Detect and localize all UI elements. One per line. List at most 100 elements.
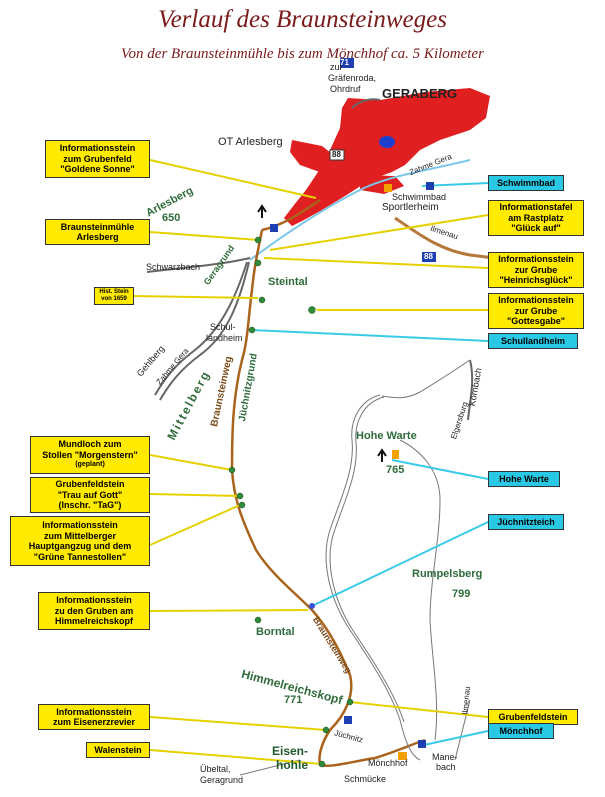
geraberg-label: GERABERG (382, 86, 458, 101)
info-box-hohe-warte: Hohe Warte (488, 471, 560, 487)
manebach-label-1: Mane- (432, 752, 458, 762)
box-line: "Trau auf Gott" (57, 489, 123, 500)
ot-arlesberg-label: OT Arlesberg (218, 136, 283, 148)
box-line: (Inschr. "TaG") (58, 500, 122, 511)
box-line: Mönchhof (499, 725, 543, 736)
info-box-juechnitzteich: Jüchnitzteich (488, 514, 564, 530)
info-box-glueck-auf: Informationstafel am Rastplatz "Glück au… (488, 200, 584, 236)
uebeltal-label: Übeltal, (200, 764, 231, 774)
box-line: Informationsstein (59, 143, 136, 154)
building-icons (384, 184, 407, 760)
steintal-label: Steintal (268, 276, 308, 288)
trail-markers (228, 236, 354, 768)
sportlerheim-label: Sportlerheim (382, 202, 439, 213)
box-line: Informationsstein (42, 520, 118, 530)
info-box-schullandheim: Schullandheim (488, 333, 578, 349)
box-line: zur Grube (514, 264, 558, 275)
box-line: Hauptgangzug und dem (28, 541, 132, 551)
hohe-warte-label: Hohe Warte (356, 430, 417, 442)
box-line: Informationsstein (498, 295, 574, 306)
box-line: Braunsteinmühle (60, 221, 135, 232)
juechnitzteich-marker (309, 603, 315, 609)
route-88-south-label: 88 (424, 252, 433, 261)
info-box-eisenerzrevier: Informationsstein zum Eisenerzrevier (38, 704, 150, 730)
box-line: zu den Gruben am (54, 605, 134, 616)
eisenhohle-label-2: hohle (276, 758, 308, 772)
info-box-walenstein: Walenstein (86, 742, 150, 758)
box-line: Informationsstein (56, 595, 132, 606)
box-line: "Grüne Tannestollen" (33, 551, 127, 562)
route-shields (329, 58, 436, 262)
rumpelsberg-label: Rumpelsberg (412, 568, 483, 580)
box-line: "Glück auf" (511, 223, 561, 234)
info-box-goldene-sonne: Informationsstein zum Grubenfeld "Golden… (45, 140, 150, 178)
box-line: Mundloch zum (58, 439, 122, 450)
route-71-label: 71 (340, 58, 349, 67)
box-line: zur Grube (514, 305, 558, 316)
schullandheim-label-2: landheim (206, 333, 243, 343)
box-line: (geplant) (75, 461, 105, 469)
geragrund-bottom-label: Geragrund (200, 775, 244, 785)
graefenroda-label: Gräfenroda, (328, 73, 377, 83)
braunsteinweg-start (261, 198, 321, 232)
box-line: Arlesberg (76, 232, 119, 242)
box-line: Jüchnitzteich (497, 516, 555, 527)
pond (379, 136, 395, 148)
box-line: "Gottesgabe" (506, 316, 566, 327)
info-box-schwimmbad: Schwimmbad (488, 175, 564, 191)
info-box-heinrichsglueck: Informationsstein zur Grube "Heinrichsgl… (488, 252, 584, 288)
ohrdruf-label: Ohrdruf (330, 84, 361, 94)
schwimmbad-label: Schwimmbad (392, 192, 447, 202)
info-box-trau-auf-gott: Grubenfeldstein "Trau auf Gott" (Inschr.… (30, 477, 150, 513)
info-box-gottesgabe: Informationsstein zur Grube "Gottesgabe" (488, 293, 584, 329)
himmelreichskopf-height: 771 (284, 694, 303, 706)
box-line: Schullandheim (500, 335, 565, 346)
start-arrow-icon (257, 204, 267, 218)
eisenhohle-label-1: Eisen- (272, 744, 309, 758)
box-line: Walenstein (94, 744, 142, 755)
map-title: Verlauf des Braunsteinweges (158, 6, 447, 33)
box-line: Informationsstein (56, 706, 132, 717)
manebach-label-2: bach (436, 762, 456, 772)
arlesberg-height: 650 (162, 212, 181, 224)
map-subtitle: Von der Braunsteinmühle bis zum Mönchhof… (121, 46, 484, 62)
zur-label: zur (330, 62, 343, 72)
box-line: "Goldene Sonne" (60, 164, 135, 175)
box-line: Grubenfeldstein (55, 479, 125, 490)
box-line: Informationsstein (498, 254, 574, 265)
marker-1-label: 1 (314, 306, 318, 313)
box-line: zum Grubenfeld (63, 153, 132, 164)
hohe-warte-height: 765 (386, 464, 405, 476)
schwarzbach-label: Schwarzbach (146, 262, 201, 272)
box-line: zum Eisenerzrevier (52, 717, 136, 727)
info-box-hist-stein: Hist. Stein von 1659 (94, 287, 134, 305)
box-line: Informationstafel (499, 202, 573, 213)
roads (146, 98, 474, 421)
info-box-morgenstern: Mundloch zum Stollen "Morgenstern" (gepl… (30, 436, 150, 474)
info-box-himmelreichskopf: Informationsstein zu den Gruben am Himme… (38, 592, 150, 630)
box-line: von 1659 (101, 296, 127, 302)
box-line: Hist. Stein (99, 289, 129, 295)
info-box-mittelberger: Informationsstein zum Mittelberger Haupt… (10, 516, 150, 566)
borntal-label: Borntal (256, 626, 295, 638)
hiking-paths (239, 359, 471, 776)
info-box-braunsteinmuehle: Braunsteinmühle Arlesberg (45, 219, 150, 245)
schullandheim-label-1: Schul- (210, 322, 236, 332)
zahme-gera-river (249, 159, 471, 261)
box-line: Stollen "Morgenstern" (42, 449, 138, 460)
box-line: zum Mittelberger (43, 530, 116, 541)
moenchhof-label: Mönchhof (368, 758, 408, 768)
box-line: am Rastplatz (508, 212, 564, 223)
box-line: Hohe Warte (499, 473, 549, 484)
box-line: Himmelreichskopf (54, 616, 134, 627)
box-line: Schwimmbad (496, 177, 555, 188)
box-line: "Heinrichsglück" (499, 275, 573, 286)
rumpelsberg-height: 799 (452, 588, 471, 600)
tower-arrow-icon (377, 448, 387, 462)
info-box-moenchhof: Mönchhof (488, 723, 554, 739)
route-88-label: 88 (332, 150, 341, 159)
town-area (284, 88, 490, 226)
box-line: Grubenfeldstein (498, 711, 568, 722)
parking-icons (270, 182, 434, 748)
